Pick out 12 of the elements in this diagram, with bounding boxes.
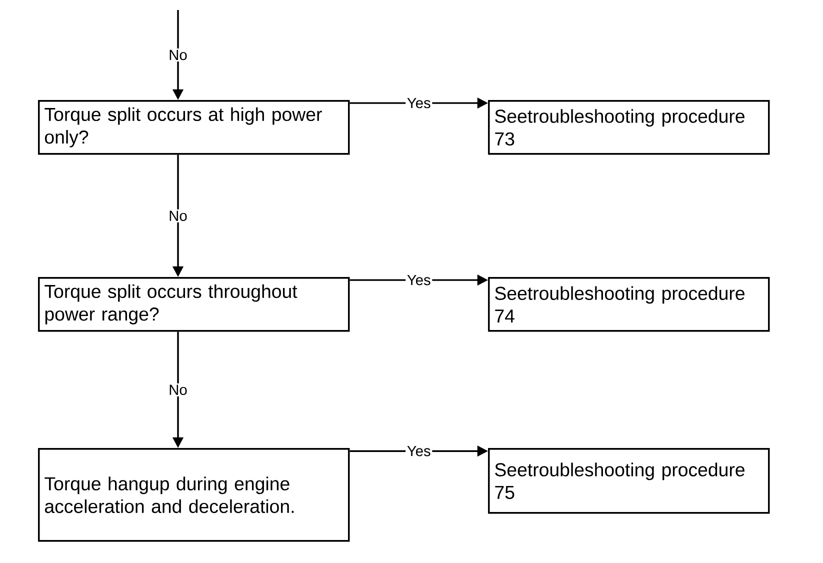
decision-box: Torque split occurs throughout power range?: [38, 277, 350, 332]
result-box: Seetroubleshooting procedure 75: [488, 448, 770, 514]
edge-label: Yes: [406, 444, 432, 458]
decision-box: Torque split occurs at high power only?: [38, 100, 350, 155]
result-box: Seetroubleshooting procedure 73: [488, 100, 770, 155]
edge-label: No: [167, 209, 189, 222]
result-box: Seetroubleshooting procedure 74: [488, 277, 770, 332]
edge-label: Yes: [406, 274, 432, 287]
decision-box: Torque hangup during engine acceleration and deceleration.: [38, 448, 350, 542]
edge-label: No: [167, 48, 189, 62]
edge-label: No: [167, 383, 189, 396]
edge-label: Yes: [406, 96, 432, 110]
